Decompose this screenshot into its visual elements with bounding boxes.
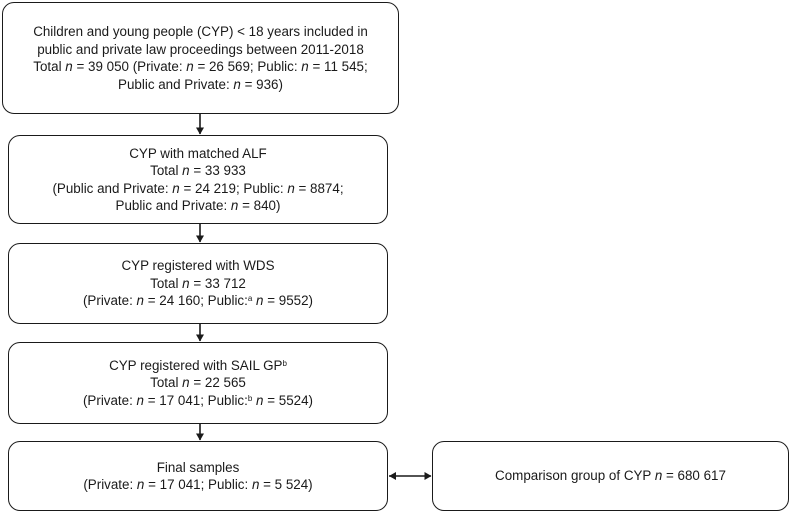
initial-cohort-box-line-1: Children and young people (CYP) < 18 yea… [33,24,368,39]
matched-alf-box-line-4: Public and Private: n = 840) [115,198,281,213]
final-samples-box-line-2: (Private: n = 17 041; Public: n = 5 524) [83,477,313,492]
wds-registered-box-line-1: CYP registered with WDS [121,258,275,274]
sail-gp-registered-box-line-3: (Private: n = 17 041; Public:b n = 5524) [82,392,314,408]
matched-alf-box-line-1: CYP with matched ALF [129,145,267,161]
initial-cohort-box-line-4: Public and Private: n = 936) [118,76,283,92]
sail-gp-registered-box-line-1: CYP registered with SAIL GPb [109,357,287,373]
initial-cohort-box-line-3: Total n = 39 050 (Private: n = 26 569; P… [33,59,368,74]
matched-alf-box: CYP with matched ALF Total n = 33 933 (Pub… [8,135,388,224]
initial-cohort-box-line-2: public and private law proceedings betwe… [37,41,364,57]
matched-alf-box-line-3: (Public and Private: n = 24 219; Public:… [52,180,344,196]
sail-gp-registered-box-line-2: Total n = 22 565 [150,375,246,391]
wds-registered-box-line-3: (Private: n = 24 160; Public:a n = 9552) [82,293,314,309]
comparison-group-box-line-1: Comparison group of CYP n = 680 617 [495,468,726,484]
comparison-group-box: Comparison group of CYP n = 680 617 [432,441,789,511]
wds-registered-box-line-2: Total n = 33 712 [150,275,246,291]
final-samples-box-line-1: Final samples [156,459,240,475]
matched-alf-box-line-2: Total n = 33 933 [150,163,246,178]
final-samples-box: Final samples (Private: n = 17 041; Publi… [8,441,388,511]
initial-cohort-box: Children and young people (CYP) < 18 yea… [2,2,399,114]
